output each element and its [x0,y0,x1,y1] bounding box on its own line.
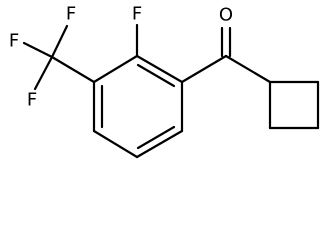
bonds [22,23,320,159]
ring-bond-6 [92,54,139,84]
cf3-f-lower-bond [33,55,54,91]
chemical-structure: F F F F O [9,4,320,159]
ring-cf3-bond [50,55,96,84]
ring-bond-1 [135,54,184,84]
atom-label-fluorine-lower: F [27,90,37,111]
atom-label-fluorine-top: F [66,4,76,25]
atom-label-fluorine-aryl: F [132,4,142,25]
ring-inner-double-2 [136,125,176,150]
atom-label-fluorine-left: F [9,31,19,52]
carbonyl-cyclobutyl-bond [224,54,272,84]
cf3-f-top-bond [50,24,69,59]
cf3-f-upper-bond [22,41,54,59]
ring-bond-3 [135,129,184,159]
atom-label-oxygen: O [219,5,233,26]
ring-bond-4 [92,129,139,159]
ring-carbonyl-bond [180,54,228,84]
ring-inner-double-1 [136,63,176,88]
atom-labels: F F F F O [9,4,233,111]
